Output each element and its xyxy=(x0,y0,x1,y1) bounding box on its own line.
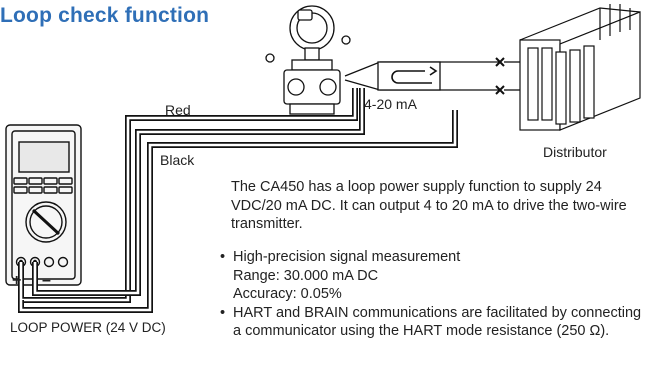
feature-item: HART and BRAIN communications are facili… xyxy=(220,304,650,341)
current-range-label: 4-20 mA xyxy=(364,96,417,112)
distributor-illustration xyxy=(519,4,641,131)
description-text: The CA450 has a loop power supply functi… xyxy=(231,179,627,232)
transmitter-illustration xyxy=(265,5,351,115)
current-loop xyxy=(344,61,500,91)
black-wire xyxy=(32,88,365,296)
distributor-label: Distributor xyxy=(543,144,607,160)
multimeter-illustration xyxy=(5,124,82,286)
feature-heading: HART and BRAIN communications are facili… xyxy=(233,304,642,340)
feature-detail: Accuracy: 0.05% xyxy=(233,286,342,302)
feature-item: High-precision signal measurement Range:… xyxy=(220,248,650,304)
red-wire-label: Red xyxy=(165,102,191,118)
minus-terminal-label: – xyxy=(42,272,51,289)
plus-terminal-label: + xyxy=(12,272,22,289)
feature-detail: Range: 30.000 mA DC xyxy=(233,267,379,284)
feature-list: High-precision signal measurement Range:… xyxy=(220,248,650,341)
loop-power-label: LOOP POWER (24 V DC) xyxy=(10,320,166,335)
diagram-title: Loop check function xyxy=(0,4,210,27)
red-wire xyxy=(18,88,358,303)
red-wire-return xyxy=(18,110,458,313)
feature-heading: High-precision signal measurement xyxy=(233,249,461,265)
terminal-x-marks xyxy=(495,57,505,95)
black-wire-label: Black xyxy=(160,152,195,168)
